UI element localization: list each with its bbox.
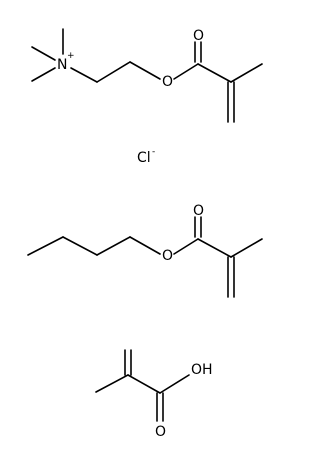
butyl-methacrylate: O O [27,203,263,298]
bond [197,63,232,83]
bond [197,238,232,258]
bond [173,63,199,80]
cationic-monomer: N + O O [31,28,263,123]
nitrogen-charge: + [67,51,75,61]
structure-canvas: N + O O Cl - O O OH O [27,28,263,440]
bond [129,236,161,255]
bond [159,374,190,394]
bond [129,61,161,80]
bond [230,63,263,83]
bond [96,61,131,83]
bond [31,46,56,61]
carbonyl-oxygen: O [193,203,204,219]
ester-oxygen: O [162,248,173,264]
nitrogen-atom: N [57,57,67,73]
counter-ion: Cl - [137,147,155,166]
chloride-charge: - [152,147,155,157]
ester-oxygen: O [162,74,173,90]
hydroxyl-group: OH [191,362,213,378]
bond [27,236,64,256]
carbonyl-oxygen: O [155,424,166,440]
bond [31,67,56,82]
chloride-atom: Cl [137,150,151,166]
bond [62,236,98,256]
carbonyl-oxygen: O [193,28,204,44]
bond [95,374,129,393]
bond [96,236,131,256]
bond [70,67,98,83]
bond [230,238,263,258]
bond [173,238,199,255]
methacrylic-acid: OH O [95,349,213,440]
bond [127,374,161,394]
